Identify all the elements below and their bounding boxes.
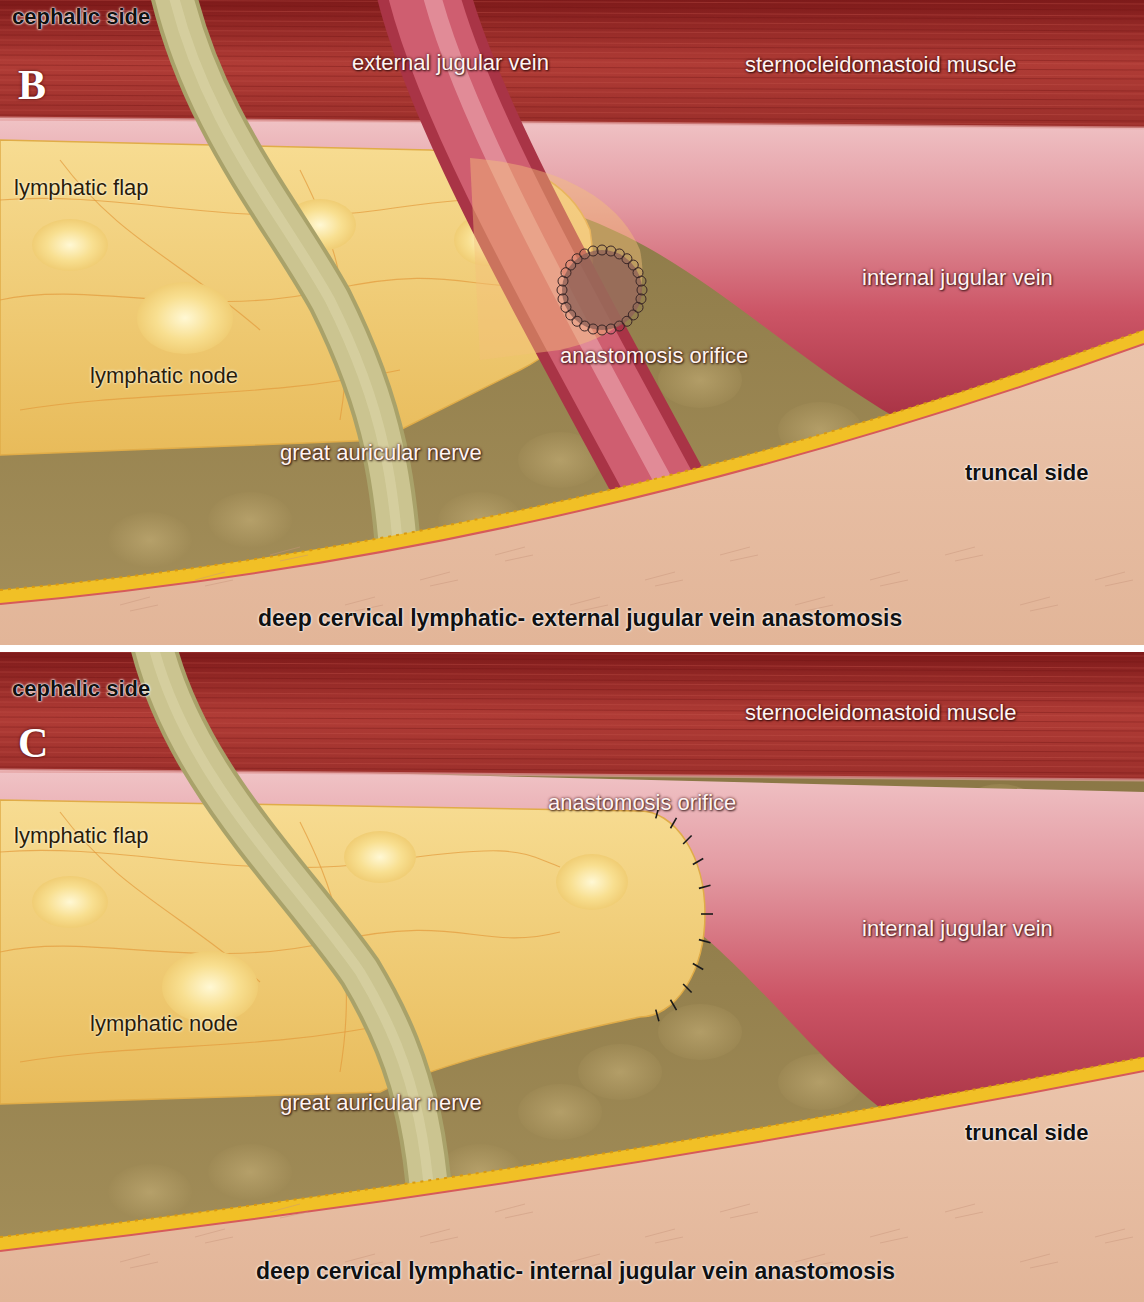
orientation-label: truncal side [965, 1120, 1088, 1146]
panel-letter: B [18, 60, 46, 110]
structure-label: anastomosis orifice [548, 790, 736, 816]
structure-label: lymphatic node [90, 1011, 238, 1037]
structure-label: sternocleidomastoid muscle [745, 52, 1016, 78]
panel-letter: C [18, 718, 48, 768]
orientation-label: cephalic side [12, 4, 150, 30]
structure-label: internal jugular vein [862, 265, 1053, 291]
structure-label: external jugular vein [352, 50, 549, 76]
orientation-label: cephalic side [12, 676, 150, 702]
structure-label: lymphatic node [90, 363, 238, 389]
structure-label: lymphatic flap [14, 175, 149, 201]
panel-caption: deep cervical lymphatic- external jugula… [258, 605, 902, 633]
structure-label: lymphatic flap [14, 823, 149, 849]
panel-caption: deep cervical lymphatic- internal jugula… [256, 1258, 895, 1286]
panel-illustration [0, 0, 1144, 645]
structure-label: internal jugular vein [862, 916, 1053, 942]
orientation-label: truncal side [965, 460, 1088, 486]
structure-label: sternocleidomastoid muscle [745, 700, 1016, 726]
panel-illustration [0, 652, 1144, 1302]
structure-label: anastomosis orifice [560, 343, 748, 369]
structure-label: great auricular nerve [280, 440, 482, 466]
structure-label: great auricular nerve [280, 1090, 482, 1116]
